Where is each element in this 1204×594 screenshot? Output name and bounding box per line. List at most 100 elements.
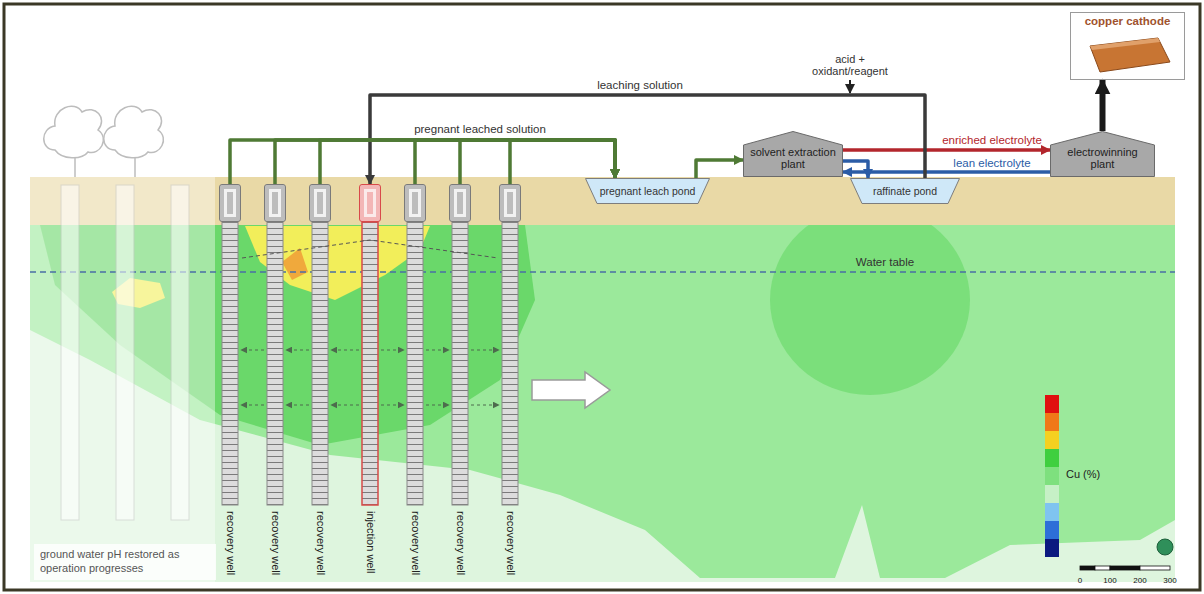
page-frame	[4, 4, 1200, 590]
well-casing	[502, 222, 518, 505]
well-label: recovery well	[454, 511, 468, 575]
tree	[104, 106, 164, 157]
water-table-label: Water table	[856, 256, 914, 269]
grade-color-bar	[1045, 395, 1059, 557]
recovery-well: recovery well	[404, 184, 426, 222]
recovery-well: recovery well	[499, 184, 521, 222]
restored-zone	[30, 177, 215, 582]
flow-pipe	[275, 140, 615, 184]
solution-flow-arrow	[381, 405, 404, 406]
solution-flow-arrow	[471, 350, 499, 351]
node-text: solvent extraction plant	[747, 146, 839, 170]
tree	[44, 106, 104, 157]
flow-label: lean electrolyte	[953, 157, 1030, 169]
flow-pipe	[320, 140, 615, 184]
node-text: raffinate pond	[873, 185, 937, 197]
flow-pipe	[510, 140, 615, 184]
flow-pipe	[696, 160, 743, 178]
former-well	[61, 185, 189, 520]
grade-color-bar	[1045, 485, 1059, 503]
reagent-label: acid + oxidant/reagent	[800, 53, 900, 77]
reagent-feed-arrow	[849, 80, 851, 93]
solution-flow-arrow	[241, 350, 264, 351]
raffinate-pond: raffinate pond	[850, 178, 960, 204]
well-label: recovery well	[224, 511, 238, 575]
grade-color-bar	[1045, 467, 1059, 485]
scale-bar	[1080, 566, 1095, 570]
solution-flow-arrow	[331, 405, 359, 406]
well-casing	[267, 222, 283, 505]
injection-cone	[242, 240, 498, 258]
legend-entry: Cu (%)	[1066, 468, 1100, 480]
very-high-grade-zone	[282, 248, 308, 280]
well-label: recovery well	[504, 511, 518, 575]
flow-pipe	[415, 140, 615, 184]
well-label: recovery well	[269, 511, 283, 575]
scale-number: 300	[1163, 576, 1176, 585]
former-well	[171, 185, 189, 520]
progress-arrow	[532, 372, 610, 408]
recovery-well: recovery well	[219, 184, 241, 222]
solution-flow-arrow	[381, 350, 404, 351]
subsurface	[30, 177, 1175, 582]
flow-label: pregnant leached solution	[414, 123, 546, 135]
water-table-line	[30, 271, 1175, 273]
grade-color-bar	[1045, 449, 1059, 467]
note-box: ground water pH restored as operation pr…	[34, 544, 216, 580]
scale-number: 0	[1078, 576, 1082, 585]
well-casing	[222, 222, 518, 505]
solution-flow-arrow	[286, 350, 309, 351]
node-text: electrowinning plant	[1054, 146, 1151, 170]
grade-color-bar	[1045, 521, 1059, 539]
legend-label: Cu (%)	[1066, 468, 1100, 480]
grade-color-bar	[1045, 413, 1059, 431]
node-text: copper cathode	[1075, 15, 1180, 27]
flow-pipe	[460, 140, 615, 184]
former-well	[116, 185, 134, 520]
pond-outline	[851, 179, 960, 204]
flow-pipe	[1100, 80, 1106, 131]
subsurface	[30, 177, 1175, 582]
injection-well: injection well	[359, 184, 381, 222]
solution-flow-arrow	[471, 405, 499, 406]
flow-label: leaching solution	[597, 79, 683, 91]
well-casing	[312, 222, 328, 505]
solution-flow-arrow	[426, 405, 449, 406]
flow-pipe	[370, 95, 925, 184]
copper-plate	[1090, 38, 1160, 50]
well-label: recovery well	[409, 511, 423, 575]
logo	[1157, 539, 1173, 555]
node-text: pregnant leach pond	[600, 185, 696, 197]
scale-number: 100	[1103, 576, 1116, 585]
solution-flow-arrow	[426, 350, 449, 351]
building-outline	[1051, 132, 1155, 177]
grade-color-bar	[1045, 431, 1059, 449]
tree	[44, 106, 164, 177]
plant-building: solvent extraction plant	[743, 131, 843, 177]
scale-bar	[1080, 566, 1170, 570]
recovery-well: recovery well	[449, 184, 471, 222]
solution-flow-arrow	[331, 350, 359, 351]
scale-number: 200	[1133, 576, 1146, 585]
flow-pipe	[843, 148, 1050, 152]
scale-bar	[1140, 566, 1170, 570]
leach-pond: pregnant leach pond	[585, 178, 710, 204]
recovery-well: recovery well	[264, 184, 286, 222]
ore-zone	[770, 205, 970, 395]
grade-color-bar	[1045, 395, 1059, 413]
flow-pipe	[230, 140, 615, 184]
solution-flow-arrow	[241, 405, 264, 406]
pond-outline	[586, 179, 710, 204]
plant-building: electrowinning plant	[1050, 131, 1155, 177]
well-casing	[222, 222, 238, 505]
well-label: recovery well	[314, 511, 328, 575]
well-casing	[452, 222, 468, 505]
building-outline	[744, 132, 843, 177]
copper-plate	[1090, 38, 1170, 72]
flow-label: enriched electrolyte	[942, 134, 1042, 146]
node-text: ground water pH restored as operation pr…	[40, 547, 210, 575]
grade-color-bar	[1045, 503, 1059, 521]
grade-color-bar	[1045, 539, 1059, 557]
